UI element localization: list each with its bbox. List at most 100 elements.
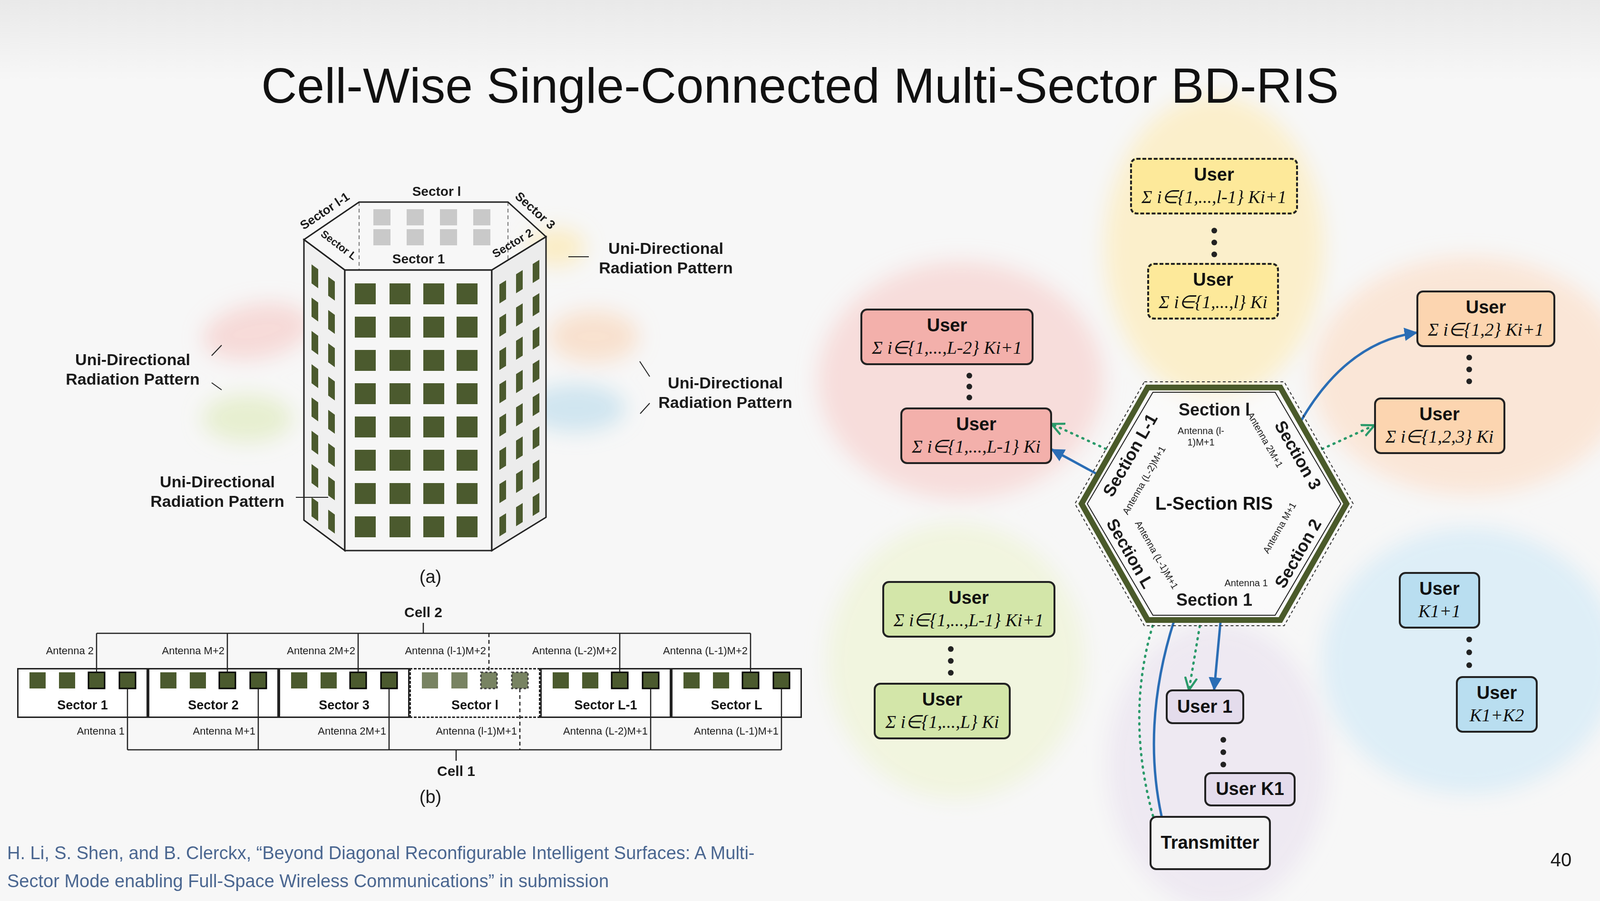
user-box: User 1 — [1165, 689, 1245, 725]
wire — [126, 688, 129, 751]
dot — [1466, 636, 1473, 643]
wire — [96, 633, 98, 673]
node-text: Sector 2 — [187, 697, 239, 714]
node-text: Σ i∈{1,...,L-1} Ki — [911, 435, 1041, 459]
text-label: 40 — [1550, 848, 1572, 872]
antenna-element — [742, 672, 759, 689]
text-label: Cell 1 — [437, 762, 476, 781]
antenna-element — [311, 331, 319, 355]
node-text: Sector l — [451, 697, 499, 714]
antenna-element — [499, 347, 507, 371]
cell-wires — [96, 623, 782, 761]
antenna-element — [423, 449, 445, 471]
node-text: Σ i∈{1,...,L-2} Ki+1 — [871, 336, 1022, 360]
node-text: K1+1 — [1418, 600, 1461, 624]
antenna-element — [582, 672, 599, 689]
slide-title: Cell-Wise Single-Connected Multi-Sector … — [0, 56, 1600, 116]
leader-line — [639, 361, 650, 377]
antenna-element — [219, 672, 236, 689]
antenna-element — [423, 516, 445, 538]
text-label: Antenna 2M+2 — [286, 644, 356, 658]
user-box: UserΣ i∈{1,...,L-1} Ki — [900, 407, 1053, 465]
blue-blob — [1322, 527, 1600, 795]
antenna-element — [516, 270, 523, 294]
node-text: User K1 — [1215, 778, 1285, 801]
antenna-element — [511, 672, 528, 689]
antenna-element — [389, 516, 411, 538]
node-text: User 1 — [1177, 695, 1233, 719]
antenna-element — [456, 449, 478, 471]
leader-line — [211, 382, 222, 391]
node-text: User — [1465, 296, 1507, 320]
antenna-element — [423, 383, 445, 405]
sector-box: Sector 1 — [17, 668, 148, 719]
dotted-signal-arrow — [1139, 620, 1155, 817]
antenna-element — [389, 383, 411, 405]
antenna-element — [373, 209, 391, 226]
leader-line — [640, 403, 650, 414]
antenna-element — [439, 229, 458, 246]
user-box: UserΣ i∈{1,...,L-2} Ki+1 — [860, 308, 1034, 366]
signal-arrow — [1214, 620, 1221, 690]
antenna-element — [532, 326, 540, 351]
dot — [1220, 761, 1227, 768]
text-label: Antenna 1 — [77, 725, 125, 738]
antenna-element — [354, 316, 376, 338]
wire — [388, 688, 391, 751]
radiation-blobs — [198, 95, 1600, 901]
antenna-element — [406, 209, 424, 226]
antenna-element — [499, 480, 507, 504]
text-label: Sector l-1 — [297, 189, 353, 234]
node-text: Sector L-1 — [574, 697, 637, 714]
antenna-element — [389, 350, 411, 371]
antenna-element — [88, 672, 105, 689]
wire — [257, 688, 260, 751]
antenna-element — [389, 416, 411, 438]
node-text: Σ i∈{1,2,3} Ki — [1385, 425, 1494, 449]
text-label: Antenna (l-1)M+1 — [435, 725, 518, 738]
antenna-element — [328, 509, 335, 534]
dot — [1211, 227, 1218, 234]
text-label: Antenna (l-1)M+1 — [1174, 425, 1228, 449]
antenna-element — [552, 672, 569, 689]
antenna-element — [642, 672, 659, 689]
text-label: Antenna 2 — [46, 644, 94, 658]
antenna-element — [439, 209, 458, 226]
text-label: (a) — [419, 566, 442, 589]
text-label: Uni-Directional Radiation Pattern — [585, 238, 747, 278]
antenna-element — [773, 672, 790, 689]
antenna-element — [250, 672, 267, 689]
wire — [357, 633, 360, 673]
leader-line — [211, 345, 222, 356]
wire — [619, 633, 621, 673]
text-label: Antenna 1 — [1224, 577, 1268, 589]
antenna-element — [683, 672, 700, 689]
node-text: Σ i∈{1,2} Ki+1 — [1427, 318, 1544, 342]
green-blob — [827, 523, 1085, 800]
dotted-signal-arrow — [1052, 424, 1112, 452]
sector-box: Sector 2 — [147, 668, 279, 719]
antenna-element — [389, 449, 411, 471]
antenna-element — [423, 283, 445, 305]
dot — [1466, 649, 1473, 656]
antenna-element — [516, 403, 523, 427]
antenna-element — [328, 443, 335, 468]
antenna-element — [451, 672, 468, 689]
wire — [519, 688, 521, 751]
dot — [966, 372, 973, 379]
antenna-element — [499, 413, 507, 438]
antenna-element — [456, 516, 478, 538]
antenna-element — [354, 283, 376, 305]
antenna-element — [532, 459, 540, 484]
antenna-element — [311, 397, 319, 422]
user-box: UserK1+K2 — [1455, 676, 1538, 733]
antenna-element — [611, 672, 628, 689]
node-text: Σ i∈{1,...,L-1} Ki+1 — [893, 609, 1044, 633]
antenna-element — [516, 436, 523, 460]
node-text: User — [956, 413, 997, 437]
dot — [1466, 366, 1473, 373]
antenna-element — [160, 672, 177, 689]
antenna-element — [328, 343, 335, 368]
